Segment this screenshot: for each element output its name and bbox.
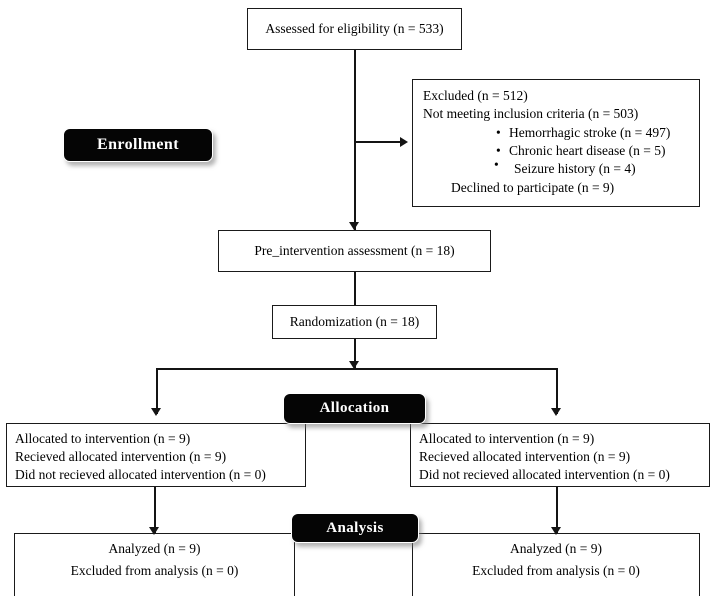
connector-split-to-allocated-left	[156, 368, 159, 414]
arrowhead-allocated-right-to-analyzed-right	[550, 527, 561, 535]
stage-banner-analysis: Analysis	[291, 513, 419, 543]
analyzed-left-line-2: Excluded from analysis (n = 0)	[70, 562, 239, 578]
pre-intervention-label: Pre_intervention assessment (n = 18)	[254, 243, 455, 259]
connector-assessed-to-preassessment	[354, 50, 357, 230]
stage-label-enrollment: Enrollment	[97, 136, 179, 153]
allocated-left-line-2: Recieved allocated intervention (n = 9)	[15, 448, 227, 464]
connector-to-excluded	[354, 141, 406, 144]
connector-preassessment-to-randomization	[354, 272, 357, 305]
stage-banner-allocation: Allocation	[283, 393, 426, 424]
stage-label-analysis: Analysis	[326, 519, 384, 536]
excluded-line-2: Not meeting inclusion criteria (n = 503)	[423, 105, 639, 121]
connector-allocated-left-to-analyzed-left	[154, 487, 157, 533]
node-analyzed-left: Analyzed (n = 9) Excluded from analysis …	[14, 533, 295, 596]
randomization-label: Randomization (n = 18)	[289, 314, 420, 330]
arrowhead-split-to-allocated-left	[150, 408, 161, 416]
node-allocated-right: Allocated to intervention (n = 9) Reciev…	[410, 423, 710, 487]
arrowhead-randomization-to-split	[348, 361, 359, 369]
excluded-line-1: Excluded (n = 512)	[423, 88, 528, 103]
excluded-line-3: Declined to participate (n = 9)	[451, 180, 615, 196]
allocated-left-line-3: Did not recieved allocated intervention …	[15, 466, 266, 482]
analyzed-left-line-1: Analyzed (n = 9)	[108, 541, 201, 556]
node-excluded: Excluded (n = 512) Not meeting inclusion…	[412, 79, 700, 207]
stage-label-allocation: Allocation	[319, 400, 390, 416]
excluded-reason-list: Hemorrhagic stroke (n = 497) Chronic hea…	[423, 124, 689, 178]
connector-randomization-to-split	[354, 339, 357, 368]
arrowhead-to-excluded	[400, 136, 408, 147]
analyzed-right-line-2: Excluded from analysis (n = 0)	[472, 562, 640, 578]
allocated-right-line-1: Allocated to intervention (n = 9)	[419, 431, 595, 446]
stage-banner-enrollment: Enrollment	[63, 128, 213, 162]
analyzed-right-line-1: Analyzed (n = 9)	[510, 541, 602, 556]
node-randomization: Randomization (n = 18)	[272, 305, 437, 339]
arrowhead-assessed-to-preassessment	[348, 222, 359, 230]
assessed-label: Assessed for eligibility (n = 533)	[265, 21, 444, 37]
node-allocated-left: Allocated to intervention (n = 9) Reciev…	[6, 423, 306, 487]
connector-allocation-split-bar	[156, 368, 558, 371]
node-analyzed-right: Analyzed (n = 9) Excluded from analysis …	[412, 533, 700, 596]
excluded-reason-item: Seizure history (n = 4)	[494, 156, 689, 178]
excluded-reason-item: Hemorrhagic stroke (n = 497)	[496, 124, 689, 142]
allocated-left-line-1: Allocated to intervention (n = 9)	[15, 431, 191, 446]
allocated-right-line-2: Recieved allocated intervention (n = 9)	[419, 448, 631, 464]
node-assessed-for-eligibility: Assessed for eligibility (n = 533)	[247, 8, 462, 50]
excluded-reason-item: Chronic heart disease (n = 5)	[496, 142, 689, 160]
connector-split-to-allocated-right	[556, 368, 559, 414]
connector-allocated-right-to-analyzed-right	[556, 487, 559, 533]
node-pre-intervention-assessment: Pre_intervention assessment (n = 18)	[218, 230, 491, 272]
arrowhead-allocated-left-to-analyzed-left	[148, 527, 159, 535]
allocated-right-line-3: Did not recieved allocated intervention …	[419, 466, 670, 482]
arrowhead-split-to-allocated-right	[550, 408, 561, 416]
